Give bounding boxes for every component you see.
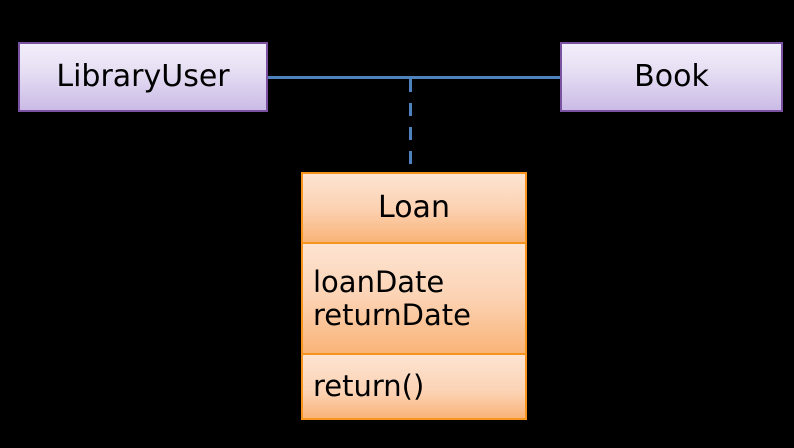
- class-name-label: Loan: [378, 189, 450, 225]
- class-name-compartment: Book: [562, 44, 781, 110]
- class-box-book[interactable]: Book: [560, 42, 783, 112]
- class-attribute: returnDate: [313, 297, 471, 332]
- class-operation: return(): [313, 369, 425, 404]
- class-name-compartment: LibraryUser: [20, 44, 266, 110]
- class-name-compartment: Loan: [303, 174, 525, 244]
- class-box-libraryuser[interactable]: LibraryUser: [18, 42, 268, 112]
- class-attributes-compartment: loanDate returnDate: [303, 244, 525, 355]
- class-operations-compartment: return(): [303, 355, 525, 418]
- class-name-label: LibraryUser: [56, 58, 230, 94]
- class-attribute: loanDate: [313, 265, 445, 300]
- class-box-loan[interactable]: Loan loanDate returnDate return(): [301, 172, 527, 420]
- class-name-label: Book: [634, 58, 709, 94]
